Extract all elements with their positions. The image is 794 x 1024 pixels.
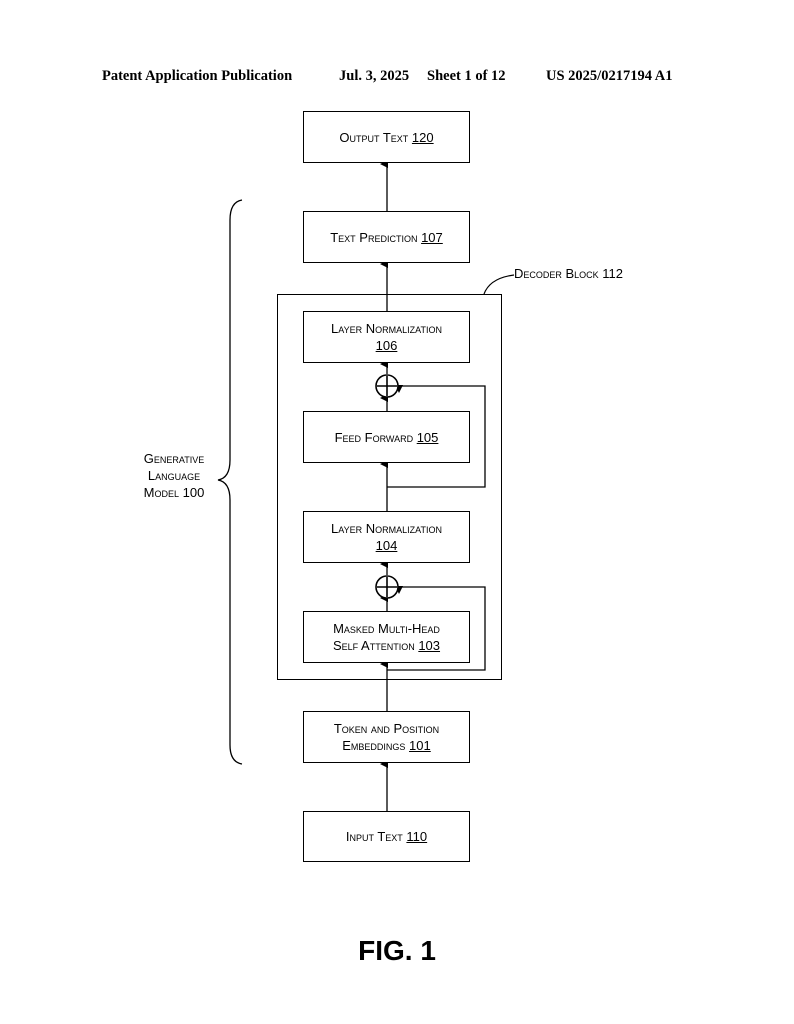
masked-attention-box: Masked Multi-Head Self Attention 103: [303, 611, 470, 663]
decoder-block-frame: [277, 294, 502, 680]
embeddings-ref: 101: [409, 738, 431, 753]
decoder-block-leader: [483, 274, 515, 295]
layer-norm-106-ref: 106: [375, 338, 398, 353]
feed-forward-ref: 105: [416, 429, 439, 445]
add-circle-104: [375, 575, 399, 599]
residual-path-105: [387, 385, 486, 488]
feed-forward-label: Feed Forward: [334, 429, 414, 445]
input-text-label: Input Text: [345, 829, 403, 844]
feed-forward-box: Feed Forward 105: [303, 411, 470, 463]
masked-attention-ref: 103: [418, 638, 441, 653]
model-label-line3: Model 100: [143, 485, 205, 500]
input-text-ref: 110: [406, 829, 428, 844]
model-label-line2: Language: [147, 468, 201, 483]
residual-path-103: [387, 586, 486, 671]
header-patent-number: US 2025/0217194 A1: [546, 68, 673, 84]
layer-norm-104-ref: 104: [375, 538, 398, 553]
model-label-line1: Generative: [143, 451, 205, 466]
text-prediction-box: Text Prediction 107: [303, 211, 470, 263]
layer-norm-106-box: Layer Normalization 106: [303, 311, 470, 363]
add-circle-106: [375, 374, 399, 398]
layer-norm-104-box: Layer Normalization 104: [303, 511, 470, 563]
masked-attention-line1: Masked Multi-Head: [333, 621, 440, 636]
decoder-block-label: Decoder Block 112: [514, 266, 624, 281]
masked-attention-line2: Self Attention: [332, 638, 415, 653]
model-brace: [217, 199, 243, 765]
text-prediction-ref: 107: [421, 229, 443, 245]
model-label: Generative Language Model 100: [118, 450, 230, 501]
figure-label: FIG. 1: [358, 935, 436, 966]
input-text-box: Input Text 110: [303, 811, 470, 862]
header-date: Jul. 3, 2025: [339, 68, 410, 84]
header-sheet: Sheet 1 of 12: [427, 68, 506, 84]
text-prediction-label: Text Prediction: [330, 229, 418, 245]
layer-norm-104-label: Layer Normalization: [331, 521, 442, 536]
output-text-ref: 120: [411, 129, 434, 145]
header-publication: Patent Application Publication: [102, 68, 293, 84]
output-text-label: Output Text: [339, 129, 409, 145]
embeddings-line2: Embeddings: [342, 738, 406, 753]
embeddings-line1: Token and Position: [333, 721, 440, 736]
output-text-box: Output Text 120: [303, 111, 470, 163]
layer-norm-106-label: Layer Normalization: [331, 321, 442, 336]
embeddings-box: Token and Position Embeddings 101: [303, 711, 470, 763]
